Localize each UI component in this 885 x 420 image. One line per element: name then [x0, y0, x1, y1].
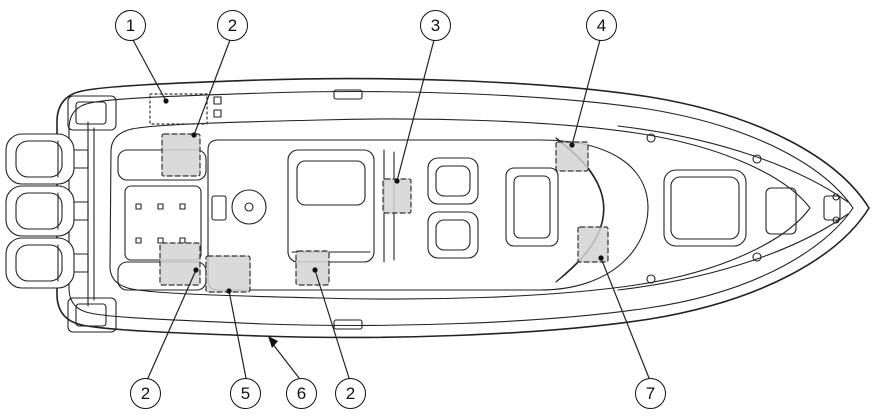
callout-3: 3: [420, 10, 451, 41]
callout-5: 5: [230, 378, 261, 409]
outboard-engines: [5, 133, 89, 289]
leader-line-2-bottom-left: [147, 267, 199, 379]
leader-lines: [132, 39, 650, 379]
component-marker-7: [577, 226, 609, 263]
leader-line-4: [569, 39, 601, 148]
bow-seam-bottom: [617, 213, 849, 291]
component-marker-4: [555, 141, 589, 172]
leader-line-2-bottom-mid: [312, 267, 350, 379]
arrowhead-icon: [268, 336, 278, 348]
forward-seat: [505, 167, 559, 247]
bow-hatch: [663, 169, 797, 247]
outboard-engine-1: [5, 133, 89, 185]
component-marker-2-aft-port: [161, 133, 201, 177]
helm-seats: [427, 157, 479, 259]
deck-hardware: [213, 89, 841, 330]
cleat-icon: [832, 193, 840, 201]
leader-line-7: [598, 255, 650, 379]
callout-2-top: 2: [217, 10, 248, 41]
component-marker-2-mid: [295, 250, 330, 286]
pedestal-base: [231, 189, 267, 225]
leader-line-6: [268, 336, 300, 379]
leader-line-3: [394, 39, 435, 184]
callout-6: 6: [286, 378, 317, 409]
table-pedestal: [211, 195, 227, 221]
component-marker-3: [382, 178, 412, 214]
callout-2-bottom-left: 2: [130, 378, 161, 409]
callout-7: 7: [635, 378, 666, 409]
cleat-icon: [646, 133, 656, 143]
bow-locker: [765, 187, 797, 235]
callout-2-bottom-mid: 2: [335, 378, 366, 409]
center-console: [287, 149, 395, 263]
component-marker-1: [149, 93, 208, 125]
callout-4: 4: [586, 10, 617, 41]
component-marker-5: [205, 255, 251, 293]
outboard-engine-3: [5, 237, 89, 289]
hull-outline: [56, 77, 870, 339]
outboard-engine-2: [5, 185, 89, 237]
component-marker-2-aft-stbd: [159, 242, 201, 286]
bow-seam-top: [617, 125, 849, 203]
cockpit-liner: [207, 139, 649, 291]
leader-line-1: [132, 39, 169, 104]
leader-line-2-top: [191, 39, 231, 138]
cleat-icon: [646, 274, 656, 284]
swim-platform: [67, 95, 117, 333]
leader-line-5: [226, 288, 247, 379]
callout-1: 1: [115, 10, 146, 41]
cleat-icon: [752, 252, 762, 262]
cleat-icon: [752, 154, 762, 164]
component-markers: [149, 93, 609, 293]
